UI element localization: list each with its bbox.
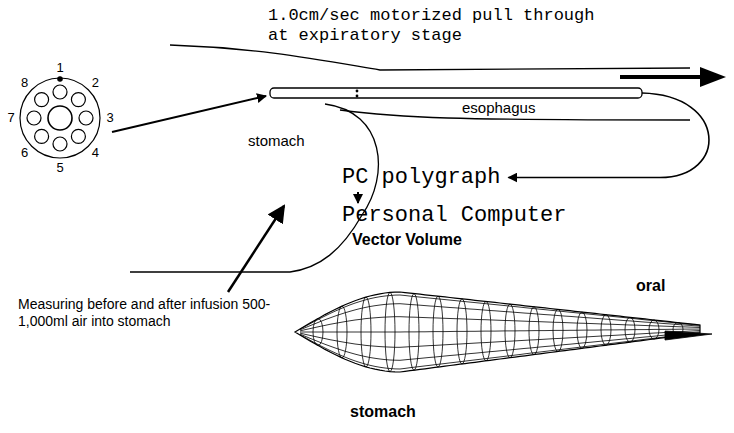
callout-number: 2 (92, 75, 99, 91)
catheter-cable (508, 93, 709, 178)
signal-arrow (357, 192, 359, 203)
device-name: PC polygraph (342, 165, 500, 190)
device-box: PC polygraph (340, 164, 502, 191)
callout-number: 4 (92, 146, 99, 162)
text-label: 1.0cm/sec motorized pull through at expi… (268, 6, 618, 47)
callout-number: 3 (106, 110, 113, 126)
text-label: Vector Volume (352, 230, 462, 249)
text-label: esophagus (462, 99, 535, 117)
vector-volume-mesh (295, 292, 712, 372)
text-label: stomach (248, 132, 305, 150)
device-box: Personal Computer (340, 202, 568, 229)
organ-outline (130, 45, 690, 272)
infusion-arrow (228, 206, 284, 292)
callout-number: 1 (56, 60, 63, 76)
text-label: stomach (350, 402, 416, 421)
catheter-cross-section (20, 77, 100, 158)
device-name: Personal Computer (342, 203, 566, 228)
pull-arrow (620, 67, 726, 87)
leader-arrow (112, 96, 266, 132)
catheter (270, 88, 642, 98)
callout-number: 6 (21, 146, 28, 162)
text-label: oral (636, 276, 665, 295)
callout-number: 5 (56, 160, 63, 176)
callout-number: 8 (21, 75, 28, 91)
callout-number: 7 (7, 110, 14, 126)
text-label: Measuring before and after infusion 500-… (18, 296, 276, 330)
